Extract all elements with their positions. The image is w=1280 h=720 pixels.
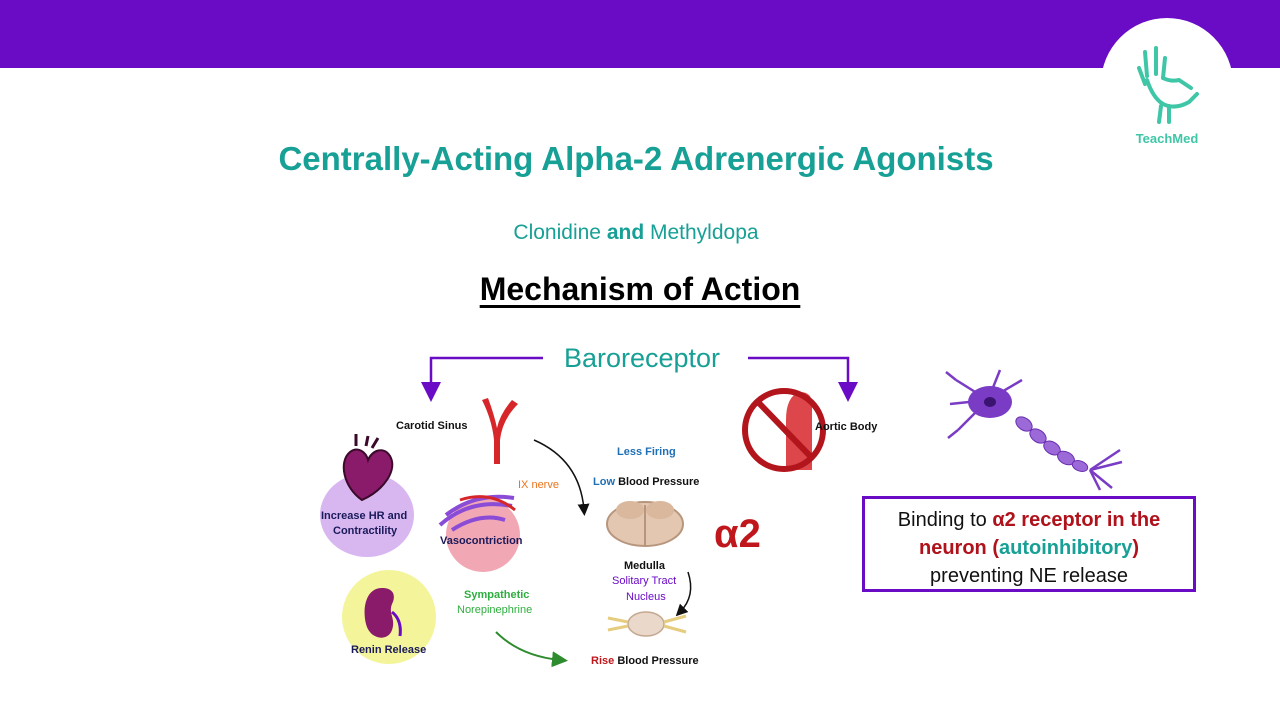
- info-text-5: autoinhibitory: [999, 537, 1133, 559]
- increase-hr-circle: [320, 473, 414, 557]
- info-text-1: Binding to: [897, 509, 993, 531]
- medulla-icon: [606, 501, 684, 547]
- drug-subtitle: Clonidine and Methyldopa: [0, 221, 1272, 245]
- logo-text: TeachMed: [1135, 131, 1199, 146]
- low-bp-suffix: Blood Pressure: [618, 476, 700, 488]
- solitary-tract-label: Solitary Tract: [612, 575, 677, 587]
- info-text-4: (: [986, 537, 999, 559]
- baroreceptor-left-arrow: [421, 356, 543, 402]
- baroreceptor-right-arrow: [748, 356, 858, 402]
- page-title: Centrally-Acting Alpha-2 Adrenergic Agon…: [278, 140, 994, 177]
- neuron-icon: [945, 369, 1123, 491]
- drug-methyldopa: Methyldopa: [650, 221, 759, 244]
- info-text-3: neuron: [919, 537, 987, 559]
- ix-nerve-label: IX nerve: [518, 479, 559, 491]
- ix-nerve-arrow: [533, 439, 590, 516]
- info-box: Binding to α2 receptor in the neuron (au…: [862, 496, 1196, 592]
- sympathetic-arrow: [495, 631, 568, 668]
- section-heading: Mechanism of Action: [479, 271, 801, 307]
- norepinephrine-label: Norepinephrine: [457, 604, 533, 616]
- carotid-sinus-label: Carotid Sinus: [396, 420, 468, 432]
- subtitle-conjunction: and: [606, 221, 645, 244]
- sympathetic-label: Sympathetic: [464, 589, 530, 601]
- increase-hr-label-1: Increase HR and: [321, 510, 408, 522]
- drug-clonidine: Clonidine: [513, 221, 601, 244]
- logo-badge: [1101, 18, 1233, 150]
- renin-release-label: Renin Release: [351, 644, 427, 656]
- medulla-label: Medulla: [624, 560, 665, 572]
- medulla-down-arrow: [675, 571, 692, 617]
- less-firing-label: Less Firing: [617, 446, 676, 458]
- low-bp-prefix: Low: [593, 476, 615, 488]
- info-text-2: α2 receptor in the: [992, 509, 1161, 531]
- kidney-icon: [364, 588, 402, 638]
- nucleus-label: Nucleus: [626, 591, 666, 603]
- increase-hr-label-2: Contractility: [333, 525, 398, 537]
- rise-bp-suffix: Blood Pressure: [617, 655, 699, 667]
- spinal-cord-icon: [607, 611, 687, 637]
- info-text-6: ): [1132, 537, 1139, 559]
- artery-icon: [482, 398, 518, 464]
- info-text-7: preventing NE release: [930, 565, 1128, 587]
- heart-icon: [342, 434, 394, 502]
- skeleton-hand-icon: [1137, 46, 1199, 124]
- vasoconstriction-label: Vasocontriction: [440, 535, 523, 547]
- vasoconstriction-circle: [446, 498, 520, 572]
- blood-vessel-icon: [438, 494, 516, 532]
- alpha2-receptor-label: α2: [714, 512, 761, 556]
- rise-bp-label: Rise Blood Pressure: [591, 655, 699, 667]
- rise-bp-prefix: Rise: [591, 655, 615, 667]
- low-bp-label: Low Blood Pressure: [593, 476, 699, 488]
- top-banner: [0, 0, 1280, 68]
- baroreceptor-label: Baroreceptor: [563, 343, 721, 373]
- aorta-prohibited-icon: [742, 388, 826, 472]
- aortic-body-label: Aortic Body: [815, 421, 878, 433]
